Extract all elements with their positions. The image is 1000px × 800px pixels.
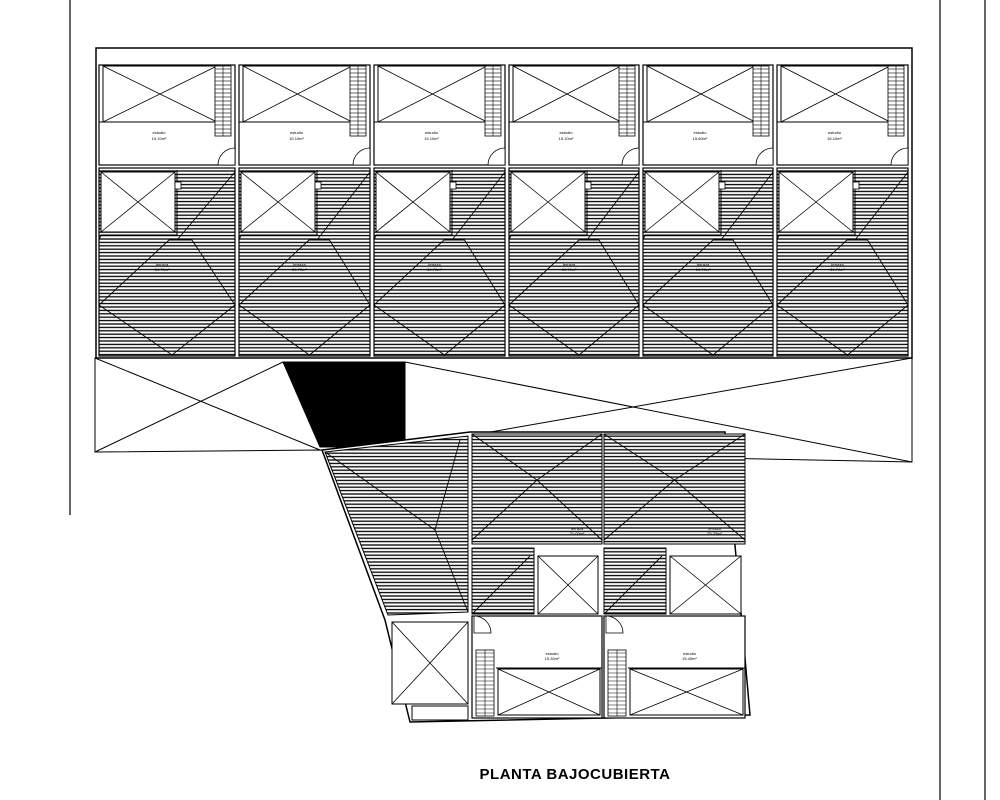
door-swing: [890, 147, 909, 166]
drain-icon: [584, 181, 592, 190]
room-label: 15.40m²: [682, 656, 697, 661]
room-label: 15.60m²: [693, 136, 708, 141]
room-label: 34.70m²: [292, 267, 307, 272]
room-label: 15.30m²: [545, 656, 560, 661]
room-label: terraza: [697, 262, 710, 267]
room-label: estudio: [153, 130, 167, 135]
room-label: estudio: [560, 130, 574, 135]
door-swing: [605, 615, 624, 634]
terrace-deck: [471, 547, 535, 615]
door-swing: [217, 147, 236, 166]
room-label: estudio: [425, 130, 439, 135]
drain-icon: [174, 181, 182, 190]
terrace-deck: [603, 547, 667, 615]
room-label: terraza: [156, 262, 169, 267]
room-label: terraza: [428, 262, 441, 267]
top-building-block: estudio15.10m²terraza34.70m²estudio15.10…: [95, 47, 913, 359]
stair-shaft-solid: [282, 361, 406, 448]
door-swing: [487, 147, 506, 166]
drain-icon: [852, 181, 860, 190]
room-label: 34.70m²: [696, 267, 711, 272]
room-label: 15.10m²: [289, 136, 304, 141]
storage: [411, 705, 469, 721]
room-label: estudio: [546, 651, 560, 656]
room-label: 15.10m²: [424, 136, 439, 141]
room-label: estudio: [828, 130, 842, 135]
door-swing: [352, 147, 371, 166]
door-swing: [755, 147, 774, 166]
terrace-deck: [603, 433, 746, 545]
door-swing: [621, 147, 640, 166]
room-label: estudio: [683, 651, 697, 656]
room-label: terraza: [831, 262, 844, 267]
room-label: terraza: [563, 262, 576, 267]
room-label: 15.10m²: [152, 136, 167, 141]
room-label: 15.10m²: [559, 136, 574, 141]
room-label: 34.70m²: [427, 267, 442, 272]
door-swing: [473, 615, 492, 634]
room-label: 34.70m²: [155, 267, 170, 272]
room-label: estudio: [694, 130, 708, 135]
room-label: estudio: [290, 130, 304, 135]
terrace-deck: [324, 435, 469, 616]
room-label: terraza: [571, 526, 584, 531]
terrace-deck: [471, 433, 603, 545]
room-label: terraza: [293, 262, 306, 267]
room-label: 25.20m²: [707, 531, 722, 536]
sheet-frame: [69, 0, 986, 800]
room-label: 34.70m²: [562, 267, 577, 272]
room-label: 34.70m²: [830, 267, 845, 272]
drain-icon: [314, 181, 322, 190]
room-label: 16.10m²: [827, 136, 842, 141]
drawing-title: PLANTA BAJOCUBIERTA: [479, 766, 671, 783]
room-label: terraza: [708, 526, 721, 531]
drain-icon: [449, 181, 457, 190]
bottom-building-block: terraza21.00m²estudio15.30m²terraza25.20…: [320, 431, 751, 723]
room-label: 21.00m²: [570, 531, 585, 536]
drain-icon: [718, 181, 726, 190]
